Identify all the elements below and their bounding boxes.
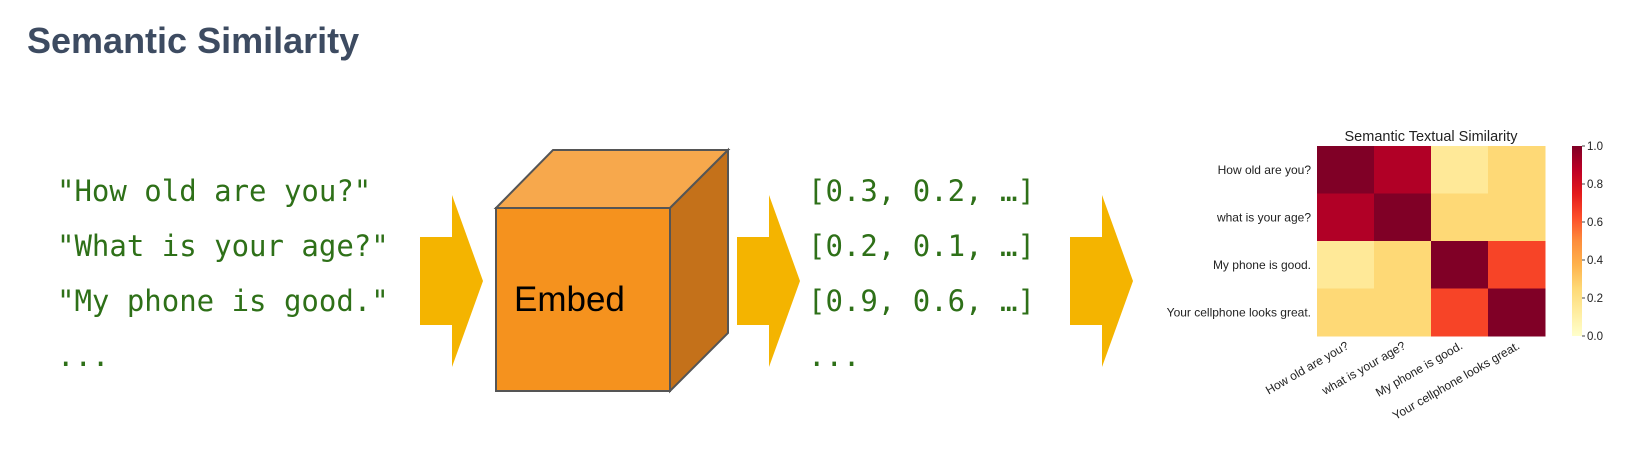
heatmap-title: Semantic Textual Similarity (1345, 129, 1519, 145)
heatmap-cell (1488, 146, 1546, 194)
arrow-3-icon (1070, 195, 1133, 367)
output-vector: [0.9, 0.6, …] (808, 284, 1035, 318)
colorbar-tick-label: 1.0 (1587, 141, 1603, 153)
heatmap-cell (1317, 193, 1375, 242)
heatmap-cell (1431, 146, 1489, 194)
heatmap-cell (1431, 241, 1489, 289)
heatmap-row-label: My phone is good. (1213, 258, 1311, 272)
input-ellipsis: ... (57, 339, 110, 373)
cube-front-face (495, 207, 671, 392)
heatmap-row-label: what is your age? (1216, 210, 1311, 224)
heatmap-cell (1374, 288, 1432, 337)
heatmap-row-label: How old are you? (1218, 163, 1312, 177)
input-sentence: "How old are you?" (57, 174, 372, 208)
heatmap-cell (1431, 193, 1489, 242)
input-sentence-list: "How old are you?" "What is your age?" "… (57, 164, 389, 384)
arrow-1-icon (420, 195, 483, 367)
heatmap-cell (1374, 241, 1432, 289)
embed-label: Embed (514, 280, 625, 319)
arrow-2-icon (737, 195, 800, 367)
heatmap-cell (1317, 288, 1375, 337)
output-vector: [0.3, 0.2, …] (808, 174, 1035, 208)
heatmap-cell (1488, 288, 1546, 337)
heatmap-cell (1488, 241, 1546, 289)
input-sentence: "What is your age?" (57, 229, 389, 263)
heatmap-cell (1431, 288, 1489, 337)
colorbar (1572, 146, 1582, 336)
heatmap-cell (1317, 241, 1375, 289)
page-title: Semantic Similarity (27, 20, 360, 61)
embed-cube (493, 147, 731, 394)
output-ellipsis: ... (808, 339, 861, 373)
input-sentence: "My phone is good." (57, 284, 389, 318)
colorbar-tick-label: 0.2 (1587, 293, 1603, 305)
colorbar-tick-label: 0.4 (1587, 255, 1604, 267)
output-vector: [0.2, 0.1, …] (808, 229, 1035, 263)
output-vector-list: [0.3, 0.2, …] [0.2, 0.1, …] [0.9, 0.6, …… (808, 164, 1035, 384)
heatmap-cell (1374, 193, 1432, 242)
heatmap-row-label: Your cellphone looks great. (1167, 305, 1311, 319)
heatmap-cell (1488, 193, 1546, 242)
colorbar-tick-label: 0.8 (1587, 179, 1603, 191)
colorbar-tick-label: 0.0 (1587, 331, 1603, 343)
colorbar-tick-label: 0.6 (1587, 217, 1603, 229)
heatmap-cell (1374, 146, 1432, 194)
heatmap-cell (1317, 146, 1375, 194)
